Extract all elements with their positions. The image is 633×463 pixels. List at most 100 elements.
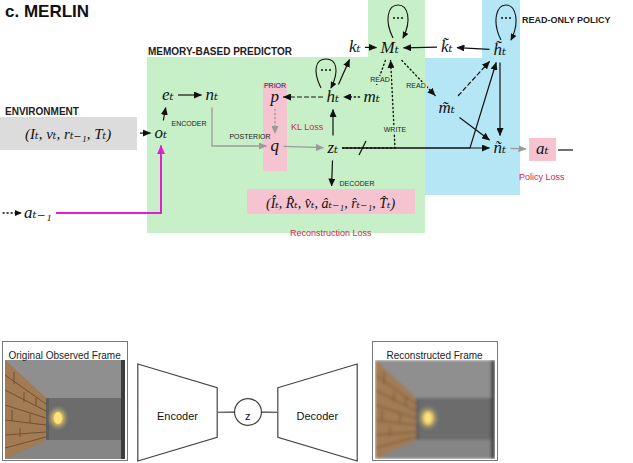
connector [178, 94, 202, 95]
text-holder: aₜ [536, 140, 549, 159]
reconstructed-frame-image [375, 360, 495, 459]
box-heading: READ-ONLY POLICY [522, 16, 611, 26]
connector [457, 48, 490, 50]
variable-symbol: eₜ [162, 86, 174, 105]
box-heading: Policy Loss [519, 173, 565, 183]
text-holder: Reconstructed Frame [387, 345, 483, 363]
box-heading: KL Loss [291, 123, 323, 133]
connector [404, 47, 438, 49]
connector [332, 110, 333, 136]
text-holder: DECODER [339, 172, 374, 190]
text-holder: kₜ [349, 38, 361, 57]
frame-panel: Reconstructed Frame [372, 341, 498, 461]
text-holder: k̃ₜ [441, 38, 453, 57]
variable-node: k̃ₜ [440, 38, 454, 57]
box-text: Decoder [297, 410, 339, 422]
outgoing-action-line [558, 149, 573, 150]
variable-symbol: hₜ [327, 88, 340, 107]
text-holder: z [245, 406, 251, 424]
variable-symbol: oₜ [155, 124, 168, 143]
variable-symbol: zₜ [328, 139, 339, 158]
variable-node: kₜ [348, 38, 362, 57]
text-holder: eₜ [162, 86, 174, 105]
variable-node: p [270, 88, 281, 107]
text-holder: (Îₜ, R̂ₜ, v̂ₜ, âₜ₋₁, r̂ₜ₋₁, T̂ₜ) [266, 194, 395, 212]
decoder-trapezoid: Decoder [277, 363, 358, 462]
node-fill [529, 138, 556, 161]
text-holder: nₜ [206, 86, 219, 105]
connector [344, 96, 360, 97]
text-holder: WRITE [383, 118, 408, 136]
variable-symbol: q [271, 137, 280, 156]
variable-node: ñₜ [493, 139, 508, 158]
connector [339, 60, 350, 85]
latent-circle: z [234, 398, 262, 426]
connector [365, 47, 377, 48]
text-holder: Encoder [157, 406, 198, 424]
observed-frame-image [5, 360, 125, 459]
variable-node: zₜ [327, 139, 340, 158]
connector [218, 412, 234, 413]
variable-symbol: p [271, 88, 280, 107]
frame-panel: Original Observed Frame [2, 341, 128, 461]
connector [343, 61, 396, 149]
box-text: z [245, 410, 251, 422]
box-text: (Îₜ, R̂ₜ, v̂ₜ, âₜ₋₁, r̂ₜ₋₁, T̂ₜ) [266, 196, 395, 211]
text-holder: m̃ₜ [439, 99, 455, 118]
box-heading: Original Observed Frame [9, 350, 121, 361]
text-holder: q [271, 137, 280, 156]
reconstruction-box: (Îₜ, R̂ₜ, v̂ₜ, âₜ₋₁, r̂ₜ₋₁, T̂ₜ)Reconstr… [247, 189, 415, 214]
node-fill [0, 117, 137, 150]
node-fill [425, 58, 520, 195]
connector [458, 62, 489, 96]
text-holder: zₜ [328, 139, 339, 158]
edge-label: READ [369, 76, 390, 84]
action-box: aₜPolicy Loss [529, 138, 556, 161]
variable-node: nₜ [205, 86, 220, 105]
box-text: (Iₜ, vₜ, rₜ₋₁, Tₜ) [25, 126, 111, 143]
policy-tab [482, 0, 520, 59]
text-holder: READ [405, 74, 426, 92]
variable-symbol: aₜ₋₁ [24, 204, 52, 223]
decoder-label: DECODER [339, 180, 374, 188]
edge-label: READ [405, 82, 426, 90]
text-holder: hₜ [327, 88, 340, 107]
variable-symbol: ñₜ [494, 139, 507, 158]
connector [262, 412, 277, 413]
variable-node: oₜ [154, 124, 169, 143]
connector [511, 148, 527, 150]
connector [284, 146, 324, 147]
posterior-label: POSTERIOR [229, 133, 270, 141]
connector [56, 146, 161, 214]
connector [212, 108, 267, 147]
text-holder: ENVIRONMENT [5, 101, 79, 119]
variable-symbol: nₜ [206, 86, 219, 105]
variable-symbol: h̃ₜ [494, 41, 507, 60]
encoder-trapezoid: Encoder [137, 363, 218, 462]
text-holder: Policy Loss [519, 166, 565, 184]
variable-node: q [270, 137, 281, 156]
prior-label: PRIOR [264, 82, 286, 90]
text-holder: Reconstruction Loss [290, 222, 372, 240]
text-holder: MEMORY-BASED PREDICTOR [148, 41, 292, 59]
variable-node: hₜ [326, 88, 341, 107]
text-holder: (Iₜ, vₜ, rₜ₋₁, Tₜ) [25, 125, 111, 143]
variable-symbol: m̃ₜ [439, 99, 455, 118]
text-holder: Decoder [297, 406, 339, 424]
connector [499, 63, 500, 136]
box-text: aₜ [536, 140, 549, 159]
node-fill [147, 57, 425, 233]
node-fill [247, 189, 415, 214]
connector [163, 108, 165, 121]
connector [343, 63, 497, 149]
variable-symbol: kₜ [349, 38, 361, 57]
text-holder: KL Loss [291, 116, 323, 134]
kl-loss-box: KL Losspq [263, 84, 287, 171]
variable-symbol: Mₜ [381, 39, 399, 58]
text-holder: READ-ONLY POLICY [522, 9, 611, 27]
incoming-dotted-arrow [3, 212, 21, 213]
connector [402, 61, 435, 96]
connector [140, 133, 151, 134]
text-holder: mₜ [364, 88, 380, 107]
